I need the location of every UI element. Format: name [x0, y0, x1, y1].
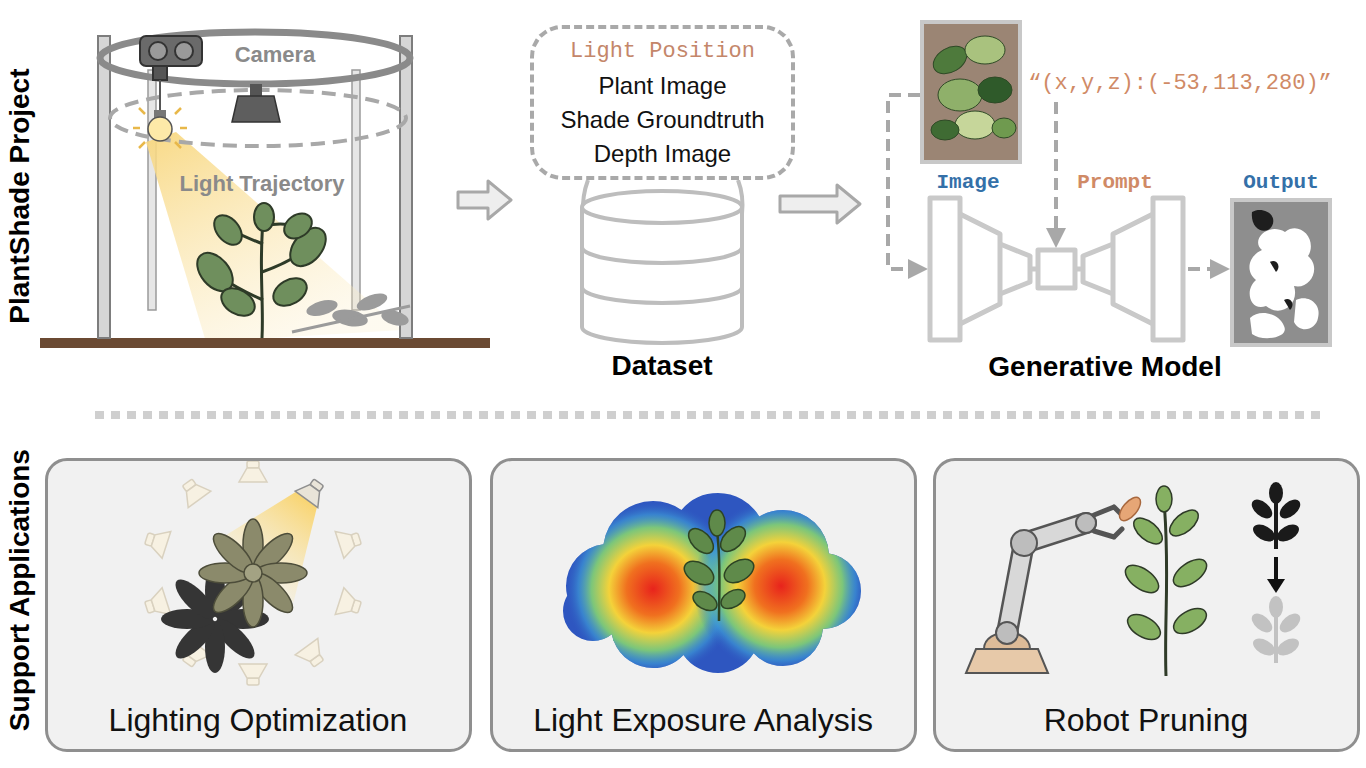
- dashed-flow: [888, 95, 1226, 269]
- text-group: Dataset: [611, 349, 712, 383]
- block-arrow: [458, 181, 511, 219]
- node-title: Dataset: [611, 349, 712, 383]
- part-label: Light Trajectory: [179, 171, 344, 196]
- section-heading: Support Applications: [4, 449, 36, 731]
- section-separator: [95, 411, 1325, 419]
- text-group: Light Exposure Analysis: [533, 701, 873, 739]
- node-title: Robot Pruning: [1044, 701, 1249, 739]
- section-heading: PlantShade Project: [4, 68, 36, 323]
- node-title: Light Exposure Analysis: [533, 701, 873, 739]
- application-panel: Lighting Optimization: [45, 458, 472, 752]
- dataset-contents-bubble: Light PositionPlant ImageShade Groundtru…: [530, 25, 795, 180]
- text-group: Robot Pruning: [1044, 701, 1249, 739]
- node-text: Plant Image: [560, 69, 764, 103]
- text-group: Lighting Optimization: [109, 701, 408, 739]
- text-group: Generative Model: [988, 350, 1221, 384]
- application-panel: Robot Pruning: [933, 458, 1360, 752]
- generative-model: Generative Model: [860, 192, 1215, 385]
- prompt-text: “(x,y,z):(-53,113,280)”: [1028, 71, 1332, 96]
- node-text: Light Position: [560, 35, 764, 69]
- output-shade-map: [1232, 200, 1330, 345]
- plant-photo: [922, 22, 1020, 162]
- dataset-cylinder: Dataset: [545, 185, 780, 385]
- text-group: Light PositionPlant ImageShade Groundtru…: [560, 35, 764, 171]
- part-label: Camera: [232, 42, 319, 67]
- block-arrow: [780, 185, 860, 223]
- io-label: Prompt: [1077, 171, 1153, 195]
- io-label: Output: [1243, 171, 1319, 195]
- node-title: Generative Model: [988, 350, 1221, 384]
- node-title: Lighting Optimization: [109, 701, 408, 739]
- setup-illustration: [40, 32, 490, 348]
- io-label: Image: [936, 171, 999, 195]
- node-text: Shade Groundtruth: [560, 103, 764, 137]
- application-panel: Light Exposure Analysis: [490, 458, 917, 752]
- node-text: Depth Image: [560, 137, 764, 171]
